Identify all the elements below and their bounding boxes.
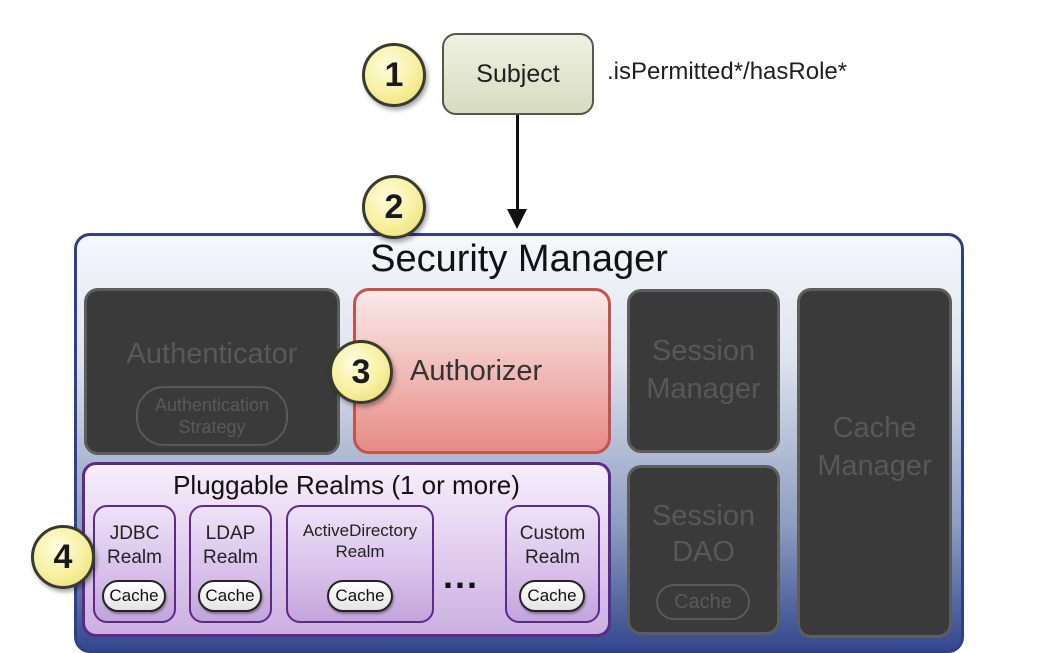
session-manager-line1: Session xyxy=(651,335,756,368)
session-manager-box: Session Manager xyxy=(627,289,780,453)
subject-method-calls: .isPermitted*/hasRole* xyxy=(607,58,848,85)
session-dao-box xyxy=(627,465,780,635)
realm-ldap-line2: Realm xyxy=(203,546,258,568)
session-dao-label: Session DAO xyxy=(627,498,780,571)
realm-ldap-line1: LDAP xyxy=(205,523,256,544)
realm-jdbc-label: JDBC Realm xyxy=(93,522,176,570)
arrow-head xyxy=(507,209,527,229)
subject-node: Subject xyxy=(442,33,594,115)
realm-custom-line1: Custom xyxy=(519,523,586,544)
realm-custom-label: Custom Realm xyxy=(505,522,600,570)
session-dao-line2: DAO xyxy=(672,536,735,569)
authenticator-label: Authenticator xyxy=(126,338,298,370)
security-manager-title: Security Manager xyxy=(370,238,668,280)
authentication-strategy-line2: Strategy xyxy=(178,417,246,437)
realm-activedirectory-line2: Realm xyxy=(335,542,385,562)
authenticator-box xyxy=(84,288,340,455)
realm-jdbc-line1: JDBC xyxy=(109,523,160,544)
step-2-number: 2 xyxy=(384,187,404,226)
authorizer-label: Authorizer xyxy=(410,355,543,387)
cache-manager-line1: Cache xyxy=(832,412,917,445)
step-2-badge: 2 xyxy=(362,175,426,239)
realm-activedirectory-line1: ActiveDirectory xyxy=(302,521,418,540)
session-manager-line2: Manager xyxy=(646,373,761,405)
step-3-number: 3 xyxy=(351,352,371,391)
session-dao-cache-pill: Cache xyxy=(656,584,750,620)
session-dao-line1: Session xyxy=(651,500,756,532)
realm-custom-line2: Realm xyxy=(525,546,580,568)
step-1-number: 1 xyxy=(384,55,404,94)
authentication-strategy-pill: Authentication Strategy xyxy=(136,386,288,446)
step-4-badge: 4 xyxy=(31,525,95,589)
realm-jdbc-line2: Realm xyxy=(107,546,162,568)
more-realms-ellipsis: ... xyxy=(443,555,480,596)
realm-jdbc-cache: Cache xyxy=(102,580,166,612)
realm-activedirectory-cache: Cache xyxy=(327,580,393,612)
cache-manager-box: Cache Manager xyxy=(797,288,952,638)
realm-ldap-label: LDAP Realm xyxy=(189,522,272,570)
realm-activedirectory-label: ActiveDirectory Realm xyxy=(286,520,434,563)
step-3-badge: 3 xyxy=(329,340,393,404)
cache-manager-line2: Manager xyxy=(817,450,932,482)
realm-custom-cache: Cache xyxy=(519,580,585,612)
subject-label: Subject xyxy=(476,59,560,88)
step-1-badge: 1 xyxy=(362,43,426,107)
step-4-number: 4 xyxy=(53,537,73,576)
authentication-strategy-line1: Authentication xyxy=(154,394,270,415)
realm-ldap-cache: Cache xyxy=(198,580,262,612)
subject-to-security-manager-arrow-line xyxy=(516,115,519,212)
pluggable-realms-title: Pluggable Realms (1 or more) xyxy=(173,470,520,500)
